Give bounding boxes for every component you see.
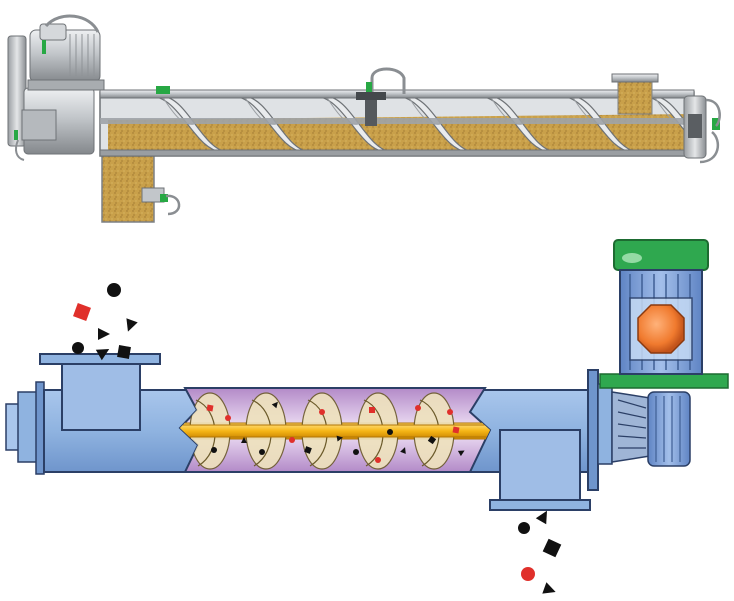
particle-square [427,435,437,445]
particle-circle [107,283,121,297]
hanger-bearing [356,67,406,126]
particle-circle [319,409,325,415]
particle-circle [521,567,535,581]
drive-motor-schematic [613,239,709,375]
particle-triangle [457,450,465,457]
auger-tube [99,89,695,157]
grease-fitting-icon [156,86,170,94]
drive-motor [27,14,105,91]
left-end-bearing [5,381,45,475]
inlet-hopper [39,353,161,431]
screw-flights [180,392,490,470]
particle-circle [289,437,295,443]
particle-circle [415,405,421,411]
particle-triangle [542,582,556,594]
indicator-icon [14,130,18,140]
particle-square [452,426,460,434]
particle-triangle [336,435,343,442]
auger-flight [641,95,694,143]
bottom-screw-conveyor [5,239,729,594]
particle-square [206,404,214,412]
particle-square [73,303,91,321]
motor-base [599,373,729,389]
particle-circle [72,342,84,354]
particle-circle [518,522,530,534]
rotor-icon [637,304,685,354]
particle-circle [225,415,231,421]
particle-square [117,345,131,359]
outlet-chute [489,429,591,511]
particle-triangle [535,510,547,525]
screw-shaft [180,424,490,438]
level-sensor [141,187,181,216]
particle-circle [387,429,393,435]
particle-triangle [98,328,110,340]
gearbox [597,383,691,467]
particle-circle [259,449,265,455]
drive-flange [587,369,599,491]
particle-circle [211,447,217,453]
top-auger-conveyor [7,14,721,223]
outlet-spout [611,73,659,115]
output-particles [518,510,562,594]
particle-circle [447,409,453,415]
drive-end-plate [7,35,95,155]
tail-end-bearing [683,95,721,164]
cutaway-window [178,387,492,473]
particle-square [369,407,375,413]
input-particles [72,283,138,361]
particle-circle [353,449,359,455]
particle-triangle [95,349,110,361]
particle-triangle [271,401,278,409]
conveyed-particles [206,401,465,463]
particle-triangle [400,447,406,454]
particle-circle [375,457,381,463]
particle-triangle [126,318,138,332]
particle-square [542,538,562,558]
particle-triangle [241,437,247,443]
particle-square [304,446,312,454]
